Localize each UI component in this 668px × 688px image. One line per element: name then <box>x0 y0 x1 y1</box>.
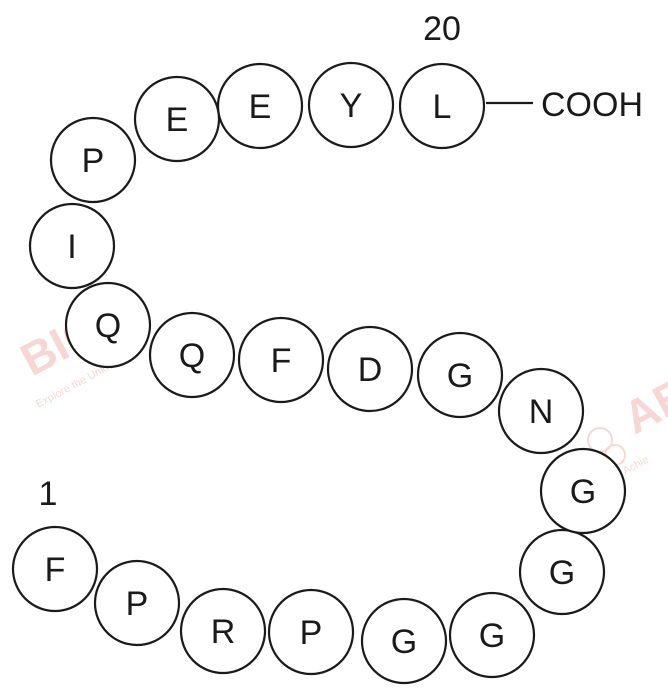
residue-5: G <box>360 597 448 685</box>
residue-circle <box>237 316 325 404</box>
residue-18: E <box>216 62 304 150</box>
residue-11: D <box>326 325 414 413</box>
residue-circle <box>497 367 585 455</box>
residue-1: F <box>11 525 99 613</box>
residue-14: Q <box>64 281 152 369</box>
residue-letter: Q <box>179 337 205 375</box>
residue-16: P <box>49 116 137 204</box>
residue-circle <box>216 62 304 150</box>
residue-letter: G <box>570 473 596 511</box>
watermark-right-logo: AB <box>615 367 668 444</box>
residue-circle <box>267 588 355 676</box>
residue-13: Q <box>148 311 236 399</box>
residue-letter: Q <box>95 307 121 345</box>
residue-3: R <box>179 587 267 675</box>
residue-4: P <box>267 588 355 676</box>
residue-circle <box>539 447 627 535</box>
residue-letter: G <box>391 623 417 661</box>
residue-circle <box>28 202 116 290</box>
residue-letter: P <box>126 585 149 623</box>
residue-letter: G <box>447 357 473 395</box>
c-terminus-label: COOH <box>541 86 643 124</box>
residue-circle <box>93 559 181 647</box>
residue-circle <box>64 281 152 369</box>
residue-chain: F P R P G G G G N G D F Q Q I P E E Y L <box>11 61 627 685</box>
residue-letter: P <box>82 142 105 180</box>
residue-letter: E <box>166 101 189 139</box>
residue-letter: R <box>211 613 236 651</box>
residue-2: P <box>93 559 181 647</box>
residue-circle <box>416 331 504 419</box>
residue-letter: Y <box>340 87 363 125</box>
residue-17: E <box>133 75 221 163</box>
residue-letter: L <box>433 88 452 126</box>
residue-8: G <box>539 447 627 535</box>
residue-circle <box>49 116 137 204</box>
residue-circle <box>360 597 448 685</box>
residue-7: G <box>518 528 606 616</box>
residue-10: G <box>416 331 504 419</box>
residue-9: N <box>497 367 585 455</box>
residue-20: L <box>398 62 486 150</box>
residue-letter: N <box>529 393 554 431</box>
residue-letter: I <box>67 228 76 266</box>
residue-letter: G <box>549 554 575 592</box>
residue-letter: F <box>45 551 66 589</box>
residue-letter: E <box>249 88 272 126</box>
residue-circle <box>179 587 267 675</box>
residue-circle <box>326 325 414 413</box>
residue-number-start: 1 <box>39 475 58 513</box>
residue-number-end: 20 <box>423 10 461 48</box>
residue-circle <box>398 62 486 150</box>
residue-letter: P <box>300 614 323 652</box>
residue-15: I <box>28 202 116 290</box>
residue-circle <box>148 311 236 399</box>
residue-letter: G <box>479 617 505 655</box>
residue-12: F <box>237 316 325 404</box>
residue-6: G <box>448 591 536 679</box>
residue-circle <box>448 591 536 679</box>
residue-letter: F <box>271 342 292 380</box>
residue-letter: D <box>358 351 383 389</box>
residue-circle <box>307 61 395 149</box>
residue-19: Y <box>307 61 395 149</box>
residue-circle <box>518 528 606 616</box>
residue-circle <box>11 525 99 613</box>
